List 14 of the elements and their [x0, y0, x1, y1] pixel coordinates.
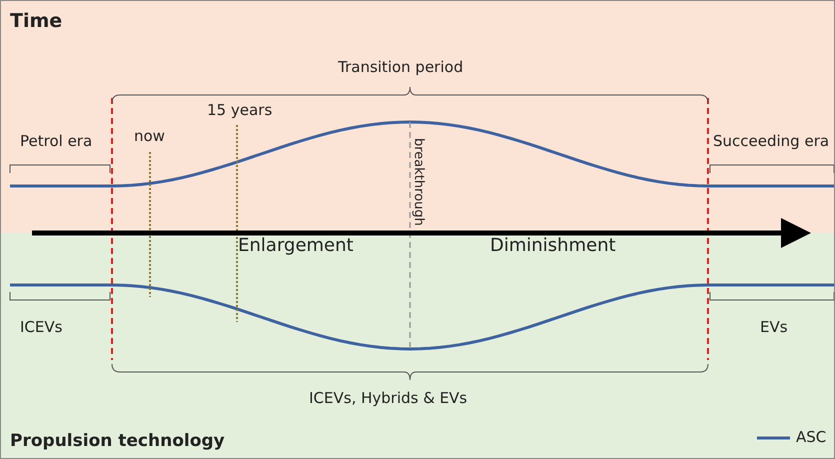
- section-heading: Propulsion technology: [10, 431, 225, 451]
- section-heading: Time: [10, 10, 62, 32]
- legend-label: ASC: [796, 428, 826, 446]
- era-label: ICEVs: [20, 318, 62, 336]
- phase-label: Enlargement: [238, 235, 354, 256]
- phase-label: ICEVs, Hybrids & EVs: [309, 389, 468, 407]
- era-label: Succeeding era: [713, 132, 830, 150]
- phase-label: Diminishment: [490, 235, 616, 256]
- marker-label: now: [134, 127, 165, 145]
- marker-label: 15 years: [207, 101, 272, 119]
- marker-label: breakthrough: [411, 138, 426, 226]
- phase-label: Transition period: [338, 58, 464, 76]
- era-label: Petrol era: [20, 132, 92, 150]
- era-label: EVs: [760, 318, 788, 336]
